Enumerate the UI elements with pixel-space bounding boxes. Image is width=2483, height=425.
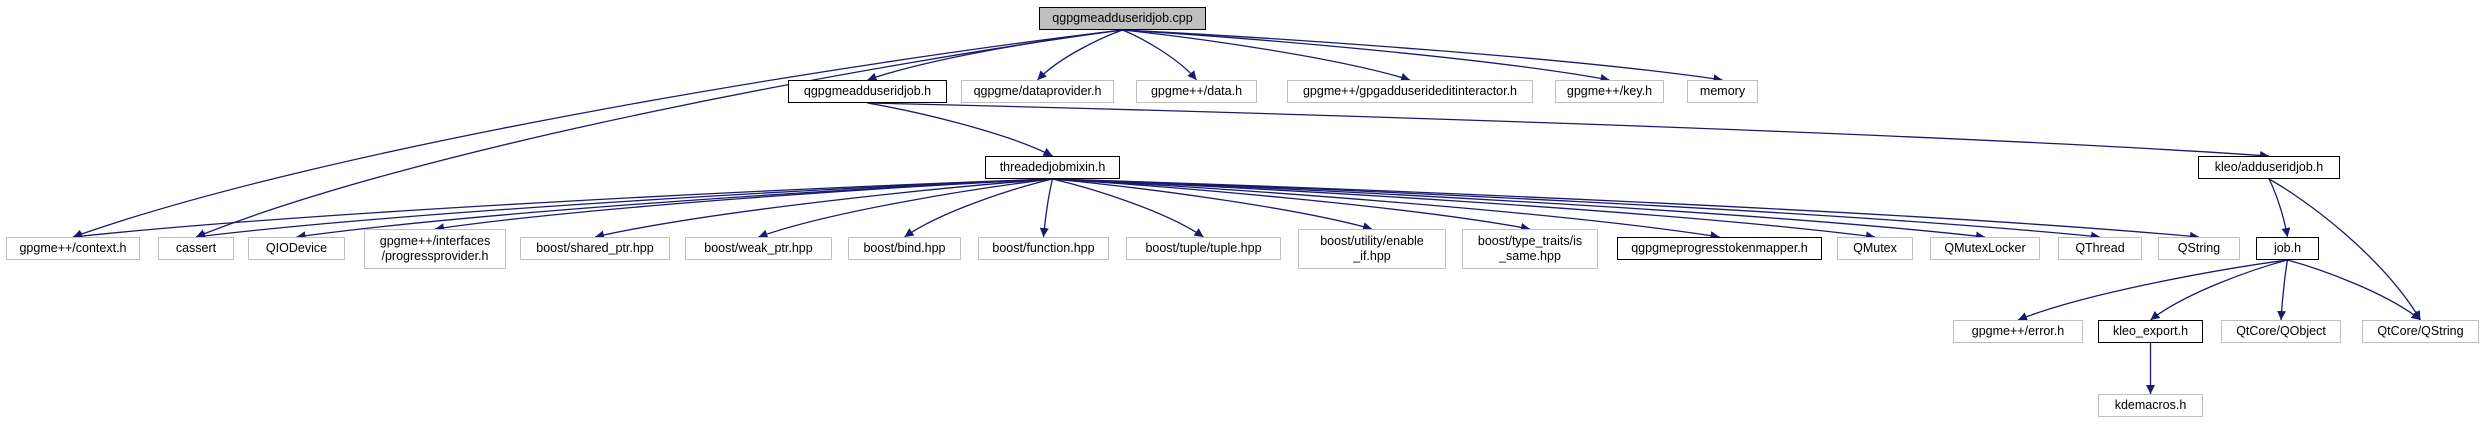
node-h[interactable]: qgpgmeadduseridjob.h xyxy=(788,80,947,103)
edge-root-to-h xyxy=(867,29,1123,82)
edge-jobh-to-qtqstring xyxy=(2287,259,2421,321)
node-cassert: cassert xyxy=(158,237,234,260)
node-root[interactable]: qgpgmeadduseridjob.cpp xyxy=(1039,7,1206,30)
node-progressprov: gpgme++/interfaces /progressprovider.h xyxy=(364,229,506,269)
edge-root-to-dataprovider xyxy=(1037,29,1123,81)
edge-tdm-to-context xyxy=(72,178,1053,241)
node-kleoexport[interactable]: kleo_export.h xyxy=(2098,320,2203,343)
edge-jobh-to-qobject xyxy=(2277,259,2289,321)
edge-root-to-cassert xyxy=(195,29,1123,238)
edge-tdm-to-enableif xyxy=(1052,178,1373,231)
node-kdemacros: kdemacros.h xyxy=(2098,394,2203,417)
node-qmutexlocker: QMutexLocker xyxy=(1930,237,2040,260)
node-dataprovider: qgpgme/dataprovider.h xyxy=(961,80,1114,103)
edge-tdm-to-issame xyxy=(1052,178,1531,232)
node-ptm[interactable]: qgpgmeprogresstokenmapper.h xyxy=(1617,237,1822,260)
edge-tdm-to-weak xyxy=(758,178,1053,239)
edge-jobh-to-kleoexport xyxy=(2150,259,2288,321)
node-key: gpgme++/key.h xyxy=(1555,80,1664,103)
node-qstring: QString xyxy=(2158,237,2240,260)
node-context: gpgme++/context.h xyxy=(6,237,140,260)
node-qmutex: QMutex xyxy=(1837,237,1913,260)
node-error: gpgme++/error.h xyxy=(1953,320,2083,343)
edge-root-to-gpgadd xyxy=(1122,29,1411,82)
edge-h-to-kleoadd xyxy=(867,102,2270,160)
edge-tdm-to-progressprov xyxy=(434,178,1053,233)
edge-tdm-to-tuple xyxy=(1052,178,1204,238)
edge-tdm-to-ptm xyxy=(1052,178,1720,241)
edge-tdm-to-qstring xyxy=(1052,178,2200,241)
node-weak: boost/weak_ptr.hpp xyxy=(685,237,832,260)
node-jobh[interactable]: job.h xyxy=(2256,237,2319,260)
node-qthread: QThread xyxy=(2058,237,2142,260)
node-issame: boost/type_traits/is _same.hpp xyxy=(1462,229,1598,269)
edge-root-to-memory xyxy=(1122,29,1723,84)
edge-tdm-to-shared xyxy=(594,178,1053,240)
edge-tdm-to-bind xyxy=(904,178,1053,238)
edge-tdm-to-function xyxy=(1039,178,1054,238)
node-memory: memory xyxy=(1687,80,1758,103)
node-shared: boost/shared_ptr.hpp xyxy=(520,237,670,260)
node-kleoadd[interactable]: kleo/adduseridjob.h xyxy=(2198,156,2340,179)
node-qiodevice: QIODevice xyxy=(248,237,345,260)
edge-root-to-data xyxy=(1122,29,1198,81)
node-bind: boost/bind.hpp xyxy=(848,237,961,260)
edge-jobh-to-error xyxy=(2017,259,2288,321)
node-data: gpgme++/data.h xyxy=(1136,80,1257,103)
edge-root-to-key xyxy=(1122,29,1610,83)
node-qtqstring: QtCore/QString xyxy=(2362,320,2479,343)
node-tuple: boost/tuple/tuple.hpp xyxy=(1126,237,1281,260)
edge-root-to-context xyxy=(72,29,1123,239)
edge-kleoadd-to-jobh xyxy=(2268,178,2291,238)
node-tdm[interactable]: threadedjobmixin.h xyxy=(985,156,1120,179)
node-gpgadd: gpgme++/gpgadduserideditinteractor.h xyxy=(1287,80,1533,103)
node-enableif: boost/utility/enable _if.hpp xyxy=(1298,229,1446,269)
edge-kleoadd-to-qtqstring xyxy=(2268,178,2422,321)
node-qobject: QtCore/QObject xyxy=(2221,320,2341,343)
edge-h-to-tdm xyxy=(867,102,1053,157)
node-function: boost/function.hpp xyxy=(978,237,1109,260)
